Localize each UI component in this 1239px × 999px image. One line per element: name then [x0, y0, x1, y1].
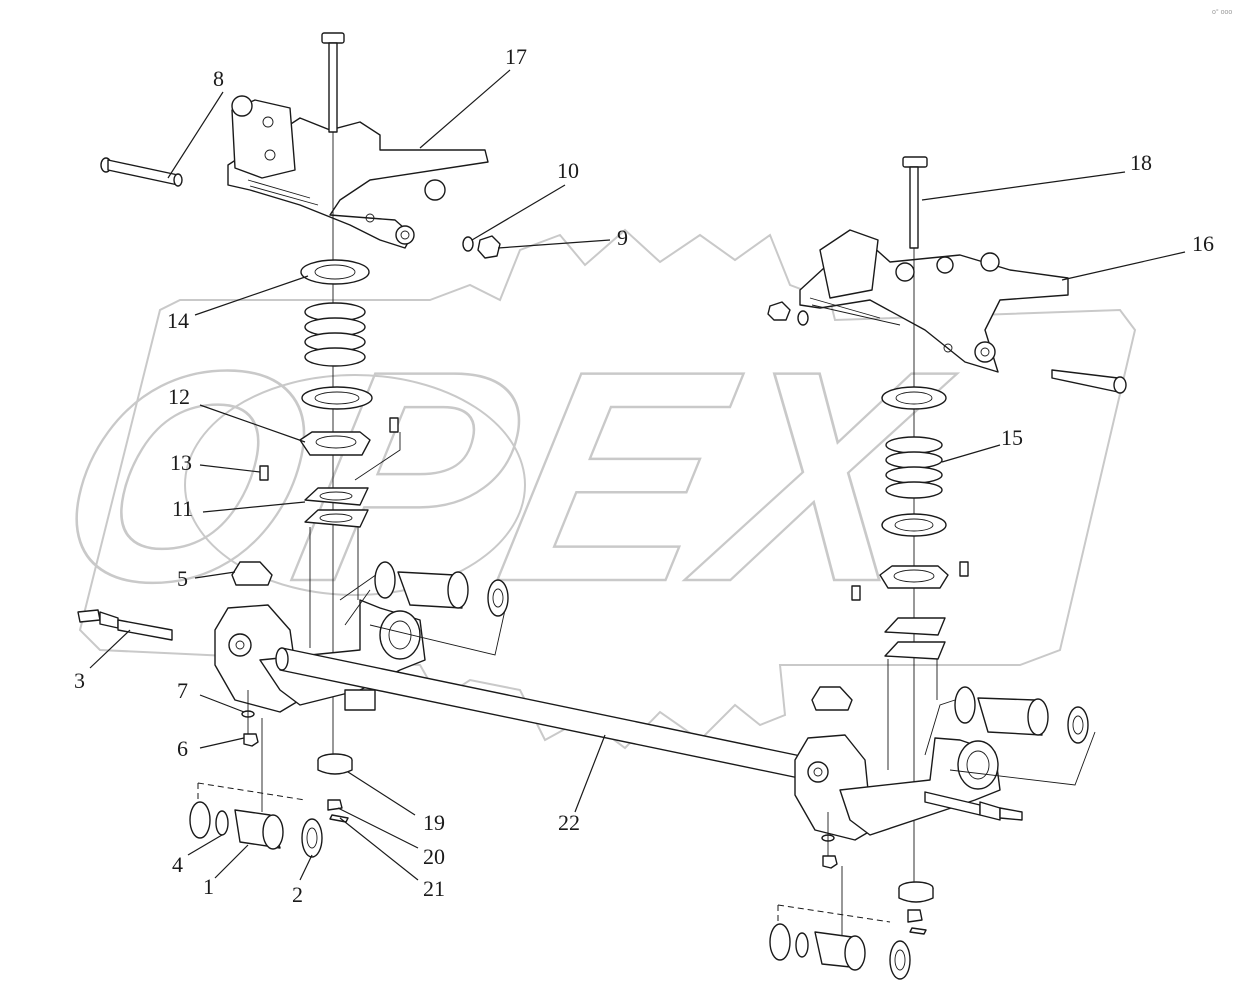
callout-19: 19	[423, 810, 445, 835]
torsion-bar-22	[275, 647, 821, 783]
right-lower-bushing-group	[769, 866, 911, 980]
left-lower-arm	[214, 599, 426, 713]
right-bottom-nut	[907, 909, 923, 923]
bolt-3	[77, 609, 173, 641]
callout-20: 20	[423, 844, 445, 869]
pin-21	[329, 814, 349, 823]
callout-8: 8	[213, 66, 224, 91]
callout-14: 14	[167, 308, 189, 333]
callout-18: 18	[1130, 150, 1152, 175]
right-upper-bracket	[799, 229, 1069, 373]
callout-22: 22	[558, 810, 580, 835]
callout-11: 11	[172, 496, 193, 521]
nut-9	[477, 235, 501, 259]
small-bolt-13b	[259, 465, 269, 481]
left-upper-bushings	[339, 561, 509, 656]
nut-20	[327, 799, 343, 811]
callout-2: 2	[292, 882, 303, 907]
right-lower-arm	[794, 734, 1001, 841]
right-bolt	[924, 791, 1023, 821]
callout-21: 21	[423, 876, 445, 901]
callout-3: 3	[74, 668, 85, 693]
right-top-bolt-18	[902, 156, 928, 249]
spring-mount-12	[299, 431, 371, 456]
callout-9: 9	[617, 225, 628, 250]
bump-cap-19	[317, 753, 353, 775]
left-bushing-group	[189, 718, 323, 858]
right-small-bolt-a	[959, 561, 969, 577]
callout-labels: 8 17 10 9 18 16 14 15 12 13 11 5 3 7 6 4…	[74, 44, 1214, 907]
callout-4: 4	[172, 852, 183, 877]
callout-17: 17	[505, 44, 527, 69]
watermark-o-shape	[184, 374, 526, 596]
washer-10	[462, 236, 474, 252]
coil-spring-left	[304, 302, 366, 367]
callout-12: 12	[168, 384, 190, 409]
leader-lines	[89, 69, 1186, 881]
right-washer	[797, 310, 809, 326]
right-pin	[1051, 369, 1127, 394]
left-upper-bracket	[227, 95, 489, 249]
spring-seat-14	[300, 259, 370, 285]
right-bump-stop	[811, 686, 853, 711]
right-bottom-pin	[909, 927, 927, 935]
callout-13: 13	[170, 450, 192, 475]
right-upper-seat	[881, 386, 947, 410]
right-bump-cap	[898, 881, 934, 903]
coil-spring-right-15	[885, 436, 943, 499]
callout-6: 6	[177, 736, 188, 761]
lower-spring-seat-left	[301, 386, 373, 410]
callout-7: 7	[177, 678, 188, 703]
callout-1: 1	[203, 874, 214, 899]
nut-6	[243, 733, 259, 747]
small-bolt-13a	[389, 417, 399, 433]
corner-mark: o° ooo	[1212, 8, 1232, 16]
right-plates	[884, 617, 946, 660]
callout-15: 15	[1001, 425, 1023, 450]
callout-5: 5	[177, 566, 188, 591]
left-top-bolt	[321, 32, 345, 133]
callout-16: 16	[1192, 231, 1214, 256]
right-spring-mount	[879, 565, 949, 589]
right-lower-seat	[881, 513, 947, 537]
right-small-bolt-b	[851, 585, 861, 601]
right-nut-lower	[822, 855, 838, 869]
right-nut	[767, 301, 791, 321]
callout-10: 10	[557, 158, 579, 183]
right-upper-bushings	[924, 686, 1096, 786]
plate-11	[304, 487, 369, 528]
bump-stop-5	[231, 561, 273, 586]
pin-bolt-8	[100, 157, 183, 187]
